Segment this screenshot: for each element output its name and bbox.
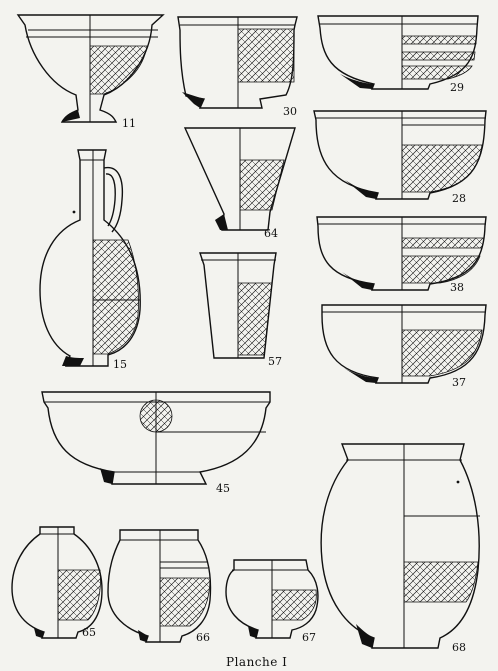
vessel-30: 30 [177, 16, 298, 118]
vessel-11: 11 [16, 14, 165, 130]
vessel-66: 66 [107, 529, 212, 644]
vessel-68: 68 [320, 443, 480, 654]
vessel-64: 64 [183, 127, 296, 240]
vessel-label: 37 [452, 376, 466, 389]
vessel-label: 57 [268, 355, 282, 368]
vessel-57: 57 [199, 252, 282, 368]
vessel-45: 45 [41, 391, 271, 495]
vessel-label: 11 [122, 117, 136, 130]
vessel-label: 38 [450, 281, 464, 294]
vessel-28: 28 [313, 110, 487, 205]
vessel-label: 66 [196, 631, 210, 644]
vessel-15: 15 [39, 149, 141, 371]
vessel-label: 64 [264, 227, 278, 240]
vessel-65: 65 [11, 526, 103, 639]
vessel-label: 30 [283, 105, 297, 118]
vessel-label: 15 [113, 358, 127, 371]
vessel-29: 29 [317, 15, 479, 94]
vessel-67: 67 [225, 559, 319, 644]
vessel-label: 68 [452, 641, 466, 654]
vessel-label: 65 [82, 626, 96, 639]
vessel-label: 67 [302, 631, 316, 644]
plate-caption: Planche I [226, 655, 287, 669]
vessel-label: 28 [452, 192, 466, 205]
vessel-38: 38 [316, 216, 487, 294]
vessel-label: 45 [216, 482, 230, 495]
vessel-37: 37 [321, 304, 487, 389]
vessel-label: 29 [450, 81, 464, 94]
